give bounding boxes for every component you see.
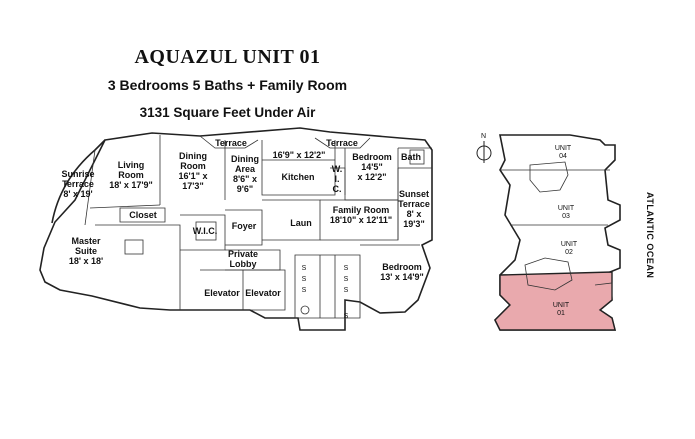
dining-room-label-1: Dining (179, 151, 207, 161)
terrace-divider (84, 149, 96, 226)
terrace-mid-label: 16'9" x 12'2" (273, 150, 326, 160)
wic-small-label-1: W. (332, 164, 343, 174)
north-label: N (481, 133, 486, 140)
stair-s-6: S (344, 287, 349, 294)
elevator-label-1: Elevator (204, 288, 240, 298)
sunset-terrace-label-3: 8' x (407, 209, 422, 219)
sunset-terrace-label-2: Terrace (398, 199, 430, 209)
closet-label: Closet (129, 210, 157, 220)
family-room-label-2: 18'10" x 12'11" (330, 215, 392, 225)
stair-flights (319, 255, 336, 318)
plan-title: AQUAZUL UNIT 01 (134, 46, 321, 68)
bedroom-bottom-label-2: 13' x 14'9" (380, 272, 424, 282)
wic-label: W.I.C. (193, 226, 218, 236)
family-room-label-1: Family Room (333, 205, 390, 215)
floor-plan (39, 127, 433, 331)
dining-area-label-3: 8'6" x (233, 174, 257, 184)
dining-room-label-2: Room (180, 161, 206, 171)
sunset-terrace-label-1: Sunset (399, 189, 429, 199)
sunset-terrace-label-4: 19'3" (403, 219, 424, 229)
kitchen-label: Kitchen (281, 172, 314, 182)
sunrise-terrace-label-3: 8' x 19' (63, 189, 92, 199)
living-room-label-2: Room (118, 170, 144, 180)
core-lower (524, 257, 573, 291)
atlantic-ocean-label: ATLANTIC OCEAN (645, 192, 655, 278)
wic-outline (180, 214, 226, 251)
bedroom-top-label-2: 14'5" (361, 162, 382, 172)
private-lobby-label-2: Lobby (230, 259, 257, 269)
unit-01-balcony (594, 282, 613, 300)
master-suite-wall (95, 224, 181, 310)
unit-03-label: UNIT (558, 205, 575, 212)
master-suite-label-1: Master (71, 236, 101, 246)
master-suite-label-2: Suite (75, 246, 97, 256)
key-plan: N UNIT 04 UNIT 03 UNIT 02 UNIT 01 ATLANT… (476, 133, 655, 331)
sunrise-terrace-label-2: Terrace (62, 179, 94, 189)
stair-s-7: S (344, 313, 349, 320)
dining-area-label-2: Area (235, 164, 256, 174)
plan-subtitle: 3 Bedrooms 5 Baths + Family Room (107, 77, 348, 93)
terrace-left-label: Terrace (215, 138, 247, 148)
sunrise-terrace-wall (51, 139, 106, 224)
stairwell-outline (294, 254, 361, 319)
living-room-label-1: Living (118, 160, 145, 170)
foyer-outline (225, 209, 263, 246)
foyer-label: Foyer (232, 221, 257, 231)
family-room-outline (320, 199, 399, 241)
dining-area-label-1: Dining (231, 154, 259, 164)
square-footage: 3131 Square Feet Under Air (139, 105, 316, 120)
laundry-outline (262, 199, 321, 241)
closet-outline (119, 207, 166, 223)
living-room-label-3: 18' x 17'9" (109, 180, 153, 190)
unit-04-label: UNIT (555, 145, 572, 152)
bath-tub (409, 149, 425, 165)
unit-02-num: 02 (565, 249, 573, 256)
unit-02-label: UNIT (561, 241, 578, 248)
bedroom-top-label-3: x 12'2" (358, 172, 387, 182)
dining-room-label-3: 16'1" x (179, 171, 208, 181)
bedroom-bottom-label-1: Bedroom (382, 262, 422, 272)
room-labels: Sunrise Terrace 8' x 19' Living Room 18'… (61, 138, 429, 320)
unit-01-highlight (494, 271, 616, 331)
laundry-label: Laun (290, 218, 312, 228)
wic-small-label-2: I. (334, 174, 339, 184)
wic-small-label-3: C. (333, 184, 342, 194)
stair-s-5: S (344, 276, 349, 283)
stair-s-3: S (302, 287, 307, 294)
bedroom-top-label-1: Bedroom (352, 152, 392, 162)
stair-s-4: S (344, 265, 349, 272)
bath-outline (398, 147, 432, 169)
fixture-circle (300, 305, 310, 315)
core-upper (529, 161, 569, 193)
sunrise-terrace-label-1: Sunrise (61, 169, 94, 179)
north-arrow-icon: N (476, 133, 492, 163)
master-suite-label-3: 18' x 18' (69, 256, 103, 266)
unit-01-num: 01 (557, 310, 565, 317)
terrace-left-outline (199, 135, 259, 149)
stair-s-1: S (302, 265, 307, 272)
outer-wall (39, 127, 433, 331)
kitchen-outline (261, 140, 336, 196)
dining-area-label-4: 9'6" (237, 184, 253, 194)
wic-fixture (195, 221, 217, 241)
bath-label: Bath (401, 152, 421, 162)
unit-04-num: 04 (559, 153, 567, 160)
elevator-label-2: Elevator (245, 288, 281, 298)
bath-fixture (124, 239, 144, 255)
elevator-outline (200, 269, 286, 311)
unit-03-num: 03 (562, 213, 570, 220)
unit-01-label: UNIT (553, 302, 570, 309)
private-lobby-label-1: Private (228, 249, 258, 259)
living-bottom-wall (89, 204, 161, 209)
stair-s-2: S (302, 276, 307, 283)
dining-room-label-4: 17'3" (182, 181, 203, 191)
terrace-right-label: Terrace (326, 138, 358, 148)
